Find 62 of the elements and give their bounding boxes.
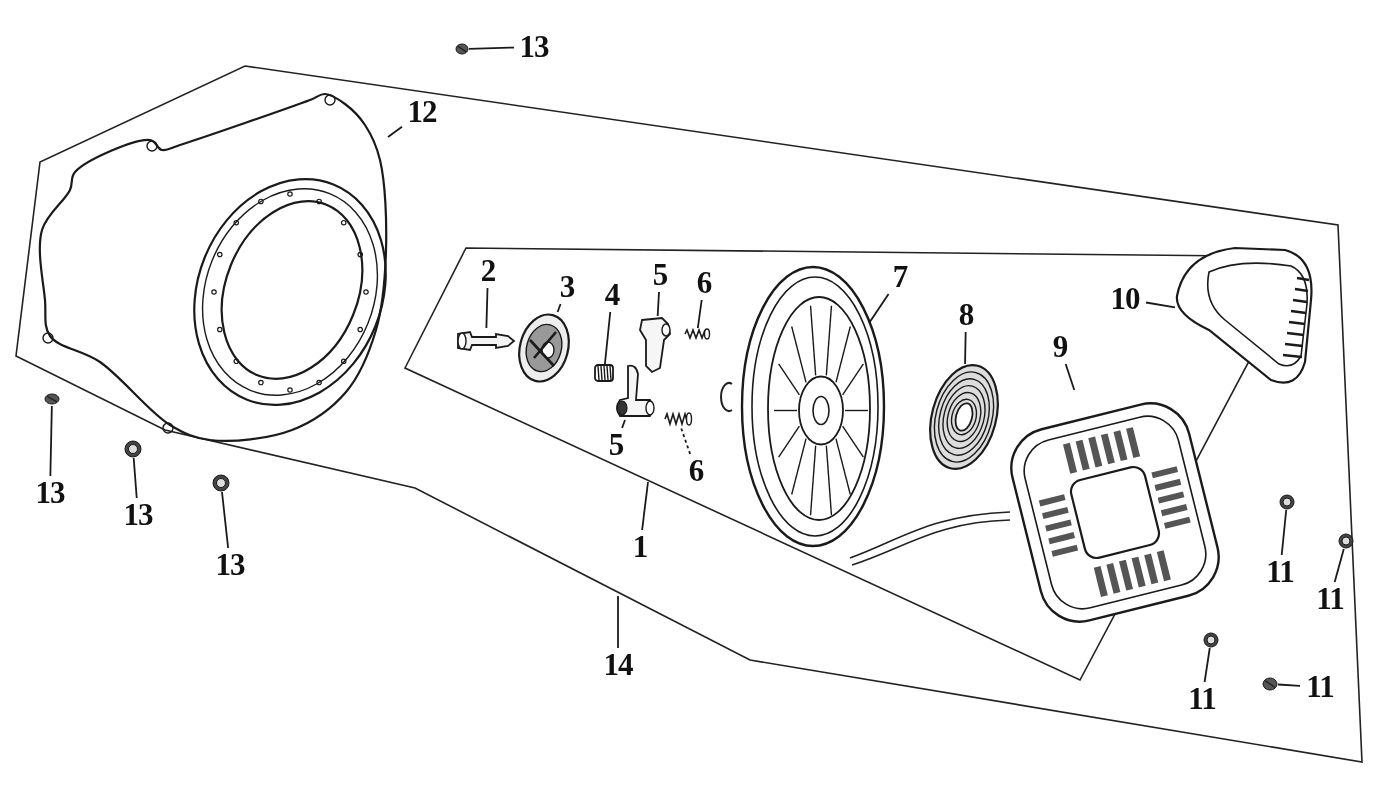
leader-line — [641, 481, 649, 531]
callout-number: 8 — [954, 298, 978, 332]
leader-line — [1145, 301, 1176, 309]
leader-line — [1064, 363, 1076, 391]
leader-line — [387, 125, 403, 138]
callout-number: 12 — [402, 95, 442, 129]
leader-line — [49, 405, 53, 477]
leader-line — [221, 491, 230, 549]
nut-drawing — [1279, 494, 1295, 510]
callout-number: 10 — [1104, 282, 1146, 316]
pulley-reel-drawing — [740, 265, 886, 548]
leader-line — [1203, 647, 1211, 683]
callout-number: 11 — [1310, 582, 1350, 616]
leader-line — [656, 291, 660, 317]
callout-number: 11 — [1300, 670, 1340, 704]
leader-line — [679, 425, 691, 455]
spring-drawing — [664, 412, 692, 426]
callout-number: 7 — [888, 260, 912, 294]
screw-drawing — [44, 392, 60, 406]
callout-number: 14 — [598, 648, 638, 682]
nut-drawing — [124, 440, 142, 458]
callout-number: 11 — [1182, 682, 1222, 716]
leader-line — [468, 46, 515, 50]
fan-cover-drawing — [38, 90, 388, 442]
callout-number: 6 — [684, 454, 708, 488]
leader-line — [1280, 509, 1288, 556]
callout-number: 3 — [555, 270, 579, 304]
callout-number: 6 — [692, 266, 716, 300]
leader-line — [617, 595, 619, 649]
callout-number: 5 — [604, 428, 628, 462]
callout-number: 5 — [648, 258, 672, 292]
pawl-drawing — [638, 316, 674, 374]
leader-line — [132, 457, 138, 499]
callout-number: 13 — [210, 548, 250, 582]
spring-drawing — [594, 364, 614, 382]
callout-number: 13 — [514, 30, 554, 64]
nut-drawing — [212, 474, 230, 492]
spring-drawing — [684, 328, 710, 340]
callout-number: 11 — [1260, 555, 1300, 589]
leader-line — [1333, 548, 1345, 583]
nut-drawing — [1203, 632, 1219, 648]
screw-drawing — [455, 42, 469, 56]
leader-line — [485, 287, 489, 329]
leader-line — [964, 331, 967, 365]
leader-line — [604, 311, 612, 365]
pin-drawing — [456, 328, 516, 354]
recoil-spring-drawing — [930, 362, 998, 472]
callout-number: 2 — [476, 254, 500, 288]
leader-line — [621, 419, 626, 429]
leader-line — [868, 293, 890, 324]
callout-number: 13 — [118, 498, 158, 532]
callout-number: 1 — [628, 530, 652, 564]
nut-drawing — [1338, 533, 1354, 549]
ratchet-drawing — [518, 312, 570, 384]
callout-number: 9 — [1048, 330, 1072, 364]
leader-line — [556, 303, 562, 313]
leader-line — [1277, 683, 1301, 687]
pawl-drawing — [614, 364, 656, 420]
screw-drawing — [1262, 676, 1278, 692]
leader-line — [696, 299, 703, 329]
callout-number: 13 — [30, 476, 70, 510]
callout-number: 4 — [600, 278, 624, 312]
